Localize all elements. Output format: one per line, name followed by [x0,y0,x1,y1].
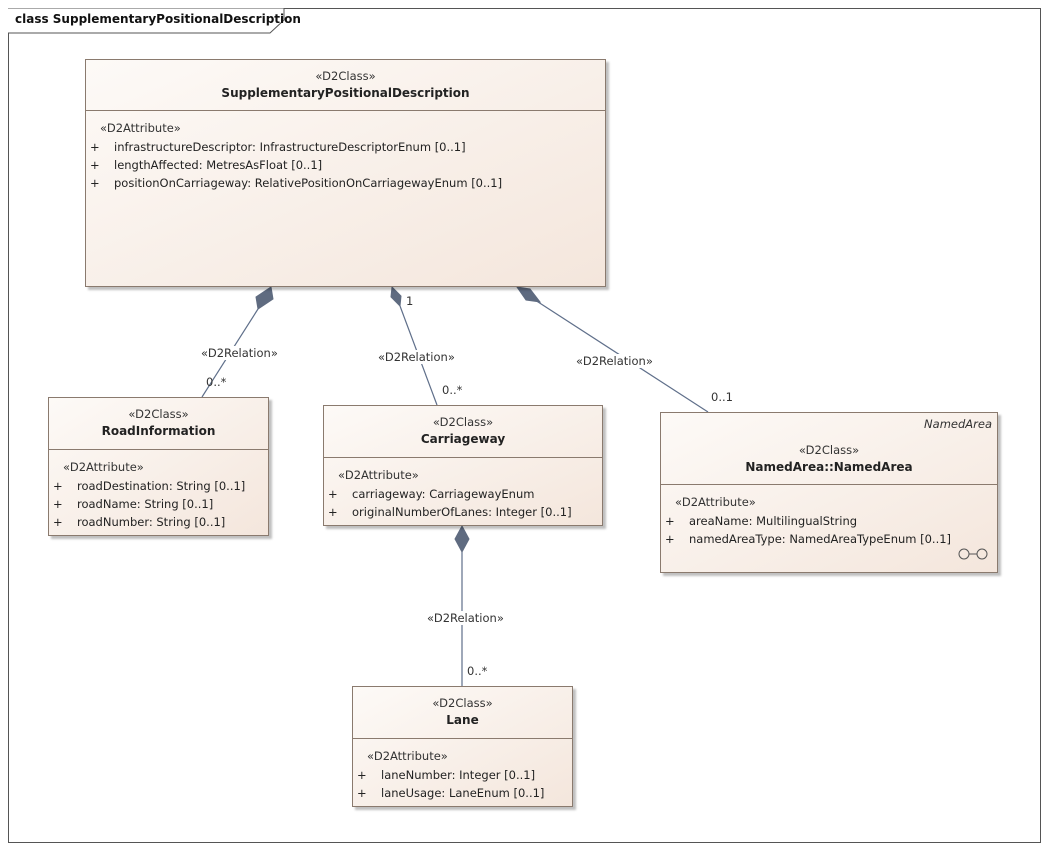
multiplicity-carriageway-source: 1 [406,294,414,308]
attribute-text: areaName: MultilingualString [689,514,858,528]
attribute-row[interactable]: + originalNumberOfLanes: Integer [0..1] [328,503,602,521]
attribute-row[interactable]: + roadName: String [0..1] [53,495,268,513]
relation-label-road: «D2Relation» [201,346,278,360]
class-name: Carriageway [420,432,506,446]
attribute-stereotype: «D2Attribute» [100,121,181,135]
visibility-marker: + [665,532,675,546]
attribute-text: roadName: String [0..1] [77,497,214,511]
visibility-marker: + [357,786,367,800]
class-stereotype: «D2Class» [432,696,493,710]
visibility-marker: + [328,505,338,519]
visibility-marker: + [90,158,100,172]
class-lane[interactable]: «D2Class» Lane «D2Attribute» + laneNumber… [352,686,573,807]
relation-label-carriageway: «D2Relation» [378,350,455,364]
class-name: Lane [446,713,479,727]
attribute-row[interactable]: + infrastructureDescriptor: Infrastructur… [90,138,605,156]
frame-title: class SupplementaryPositionalDescription [15,12,301,26]
class-header: «D2Class» RoadInformation [49,398,268,450]
attribute-text: lengthAffected: MetresAsFloat [0..1] [114,158,323,172]
attribute-compartment: «D2Attribute» + carriageway: CarriagewayE… [324,458,602,521]
class-name: RoadInformation [101,424,216,438]
visibility-marker: + [357,768,367,782]
class-carriageway[interactable]: «D2Class» Carriageway «D2Attribute» + car… [323,405,603,526]
multiplicity-carriageway-target: 0..* [442,383,463,397]
composition-diamond-carriageway [390,285,402,308]
attribute-row[interactable]: + areaName: MultilingualString [665,512,997,530]
parent-package-tag: NamedArea [924,417,992,431]
class-stereotype: «D2Class» [432,415,494,429]
link-rings-icon [958,548,988,560]
attribute-compartment: «D2Attribute» + laneNumber: Integer [0..1… [353,739,572,802]
visibility-marker: + [53,515,63,529]
attribute-row[interactable]: + roadDestination: String [0..1] [53,477,268,495]
attribute-stereotype: «D2Attribute» [367,749,448,763]
attribute-text: laneNumber: Integer [0..1] [381,768,536,782]
attribute-text: roadNumber: String [0..1] [77,515,226,529]
visibility-marker: + [90,176,100,190]
attribute-row[interactable]: + namedAreaType: NamedAreaTypeEnum [0..1] [665,530,997,548]
class-name: NamedArea::NamedArea [745,460,913,474]
attribute-row[interactable]: + laneUsage: LaneEnum [0..1] [357,784,572,802]
attribute-text: carriageway: CarriagewayEnum [352,487,535,501]
class-stereotype: «D2Class» [315,69,376,83]
attribute-text: namedAreaType: NamedAreaTypeEnum [0..1] [689,532,952,546]
class-stereotype: «D2Class» [128,407,189,421]
class-supplementary-positional-description[interactable]: «D2Class» SupplementaryPositionalDescrip… [85,59,606,287]
attribute-row[interactable]: + carriageway: CarriagewayEnum [328,485,602,503]
class-header: NamedArea «D2Class» NamedArea::NamedArea [661,413,997,485]
attribute-text: laneUsage: LaneEnum [0..1] [381,786,545,800]
class-header: «D2Class» Lane [353,687,572,739]
attribute-text: originalNumberOfLanes: Integer [0..1] [352,505,572,519]
visibility-marker: + [665,514,675,528]
visibility-marker: + [90,140,100,154]
composition-diamond-road [255,286,274,310]
relation-label-namedarea: «D2Relation» [576,354,653,368]
multiplicity-namedarea: 0..1 [711,390,733,404]
attribute-stereotype: «D2Attribute» [675,495,756,509]
visibility-marker: + [328,487,338,501]
visibility-marker: + [53,479,63,493]
attribute-row[interactable]: + roadNumber: String [0..1] [53,513,268,531]
visibility-marker: + [53,497,63,511]
multiplicity-lane: 0..* [467,664,488,678]
relation-label-lane: «D2Relation» [427,611,504,625]
class-name: SupplementaryPositionalDescription [221,86,470,100]
class-header: «D2Class» Carriageway [324,406,602,458]
attribute-text: roadDestination: String [0..1] [77,479,246,493]
class-stereotype: «D2Class» [798,443,860,457]
diagram-frame [8,8,1041,843]
attribute-text: positionOnCarriageway: RelativePositionO… [114,176,503,190]
class-road-information[interactable]: «D2Class» RoadInformation «D2Attribute» … [48,397,269,536]
multiplicity-road: 0..* [206,375,227,389]
attribute-row[interactable]: + positionOnCarriageway: RelativePosition… [90,174,605,192]
composition-diamond-namedarea [515,286,542,303]
class-named-area[interactable]: NamedArea «D2Class» NamedArea::NamedArea… [660,412,998,573]
class-header: «D2Class» SupplementaryPositionalDescrip… [86,60,605,111]
attribute-compartment: «D2Attribute» + areaName: MultilingualStr… [661,485,997,548]
attribute-row[interactable]: + lengthAffected: MetresAsFloat [0..1] [90,156,605,174]
attribute-stereotype: «D2Attribute» [338,468,419,482]
attribute-stereotype: «D2Attribute» [63,460,144,474]
attribute-row[interactable]: + laneNumber: Integer [0..1] [357,766,572,784]
attribute-text: infrastructureDescriptor: Infrastructure… [114,140,466,154]
attribute-compartment: «D2Attribute» + infrastructureDescriptor:… [86,111,605,192]
attribute-compartment: «D2Attribute» + roadDestination: String [… [49,450,268,531]
composition-diamond-lane [454,524,470,554]
